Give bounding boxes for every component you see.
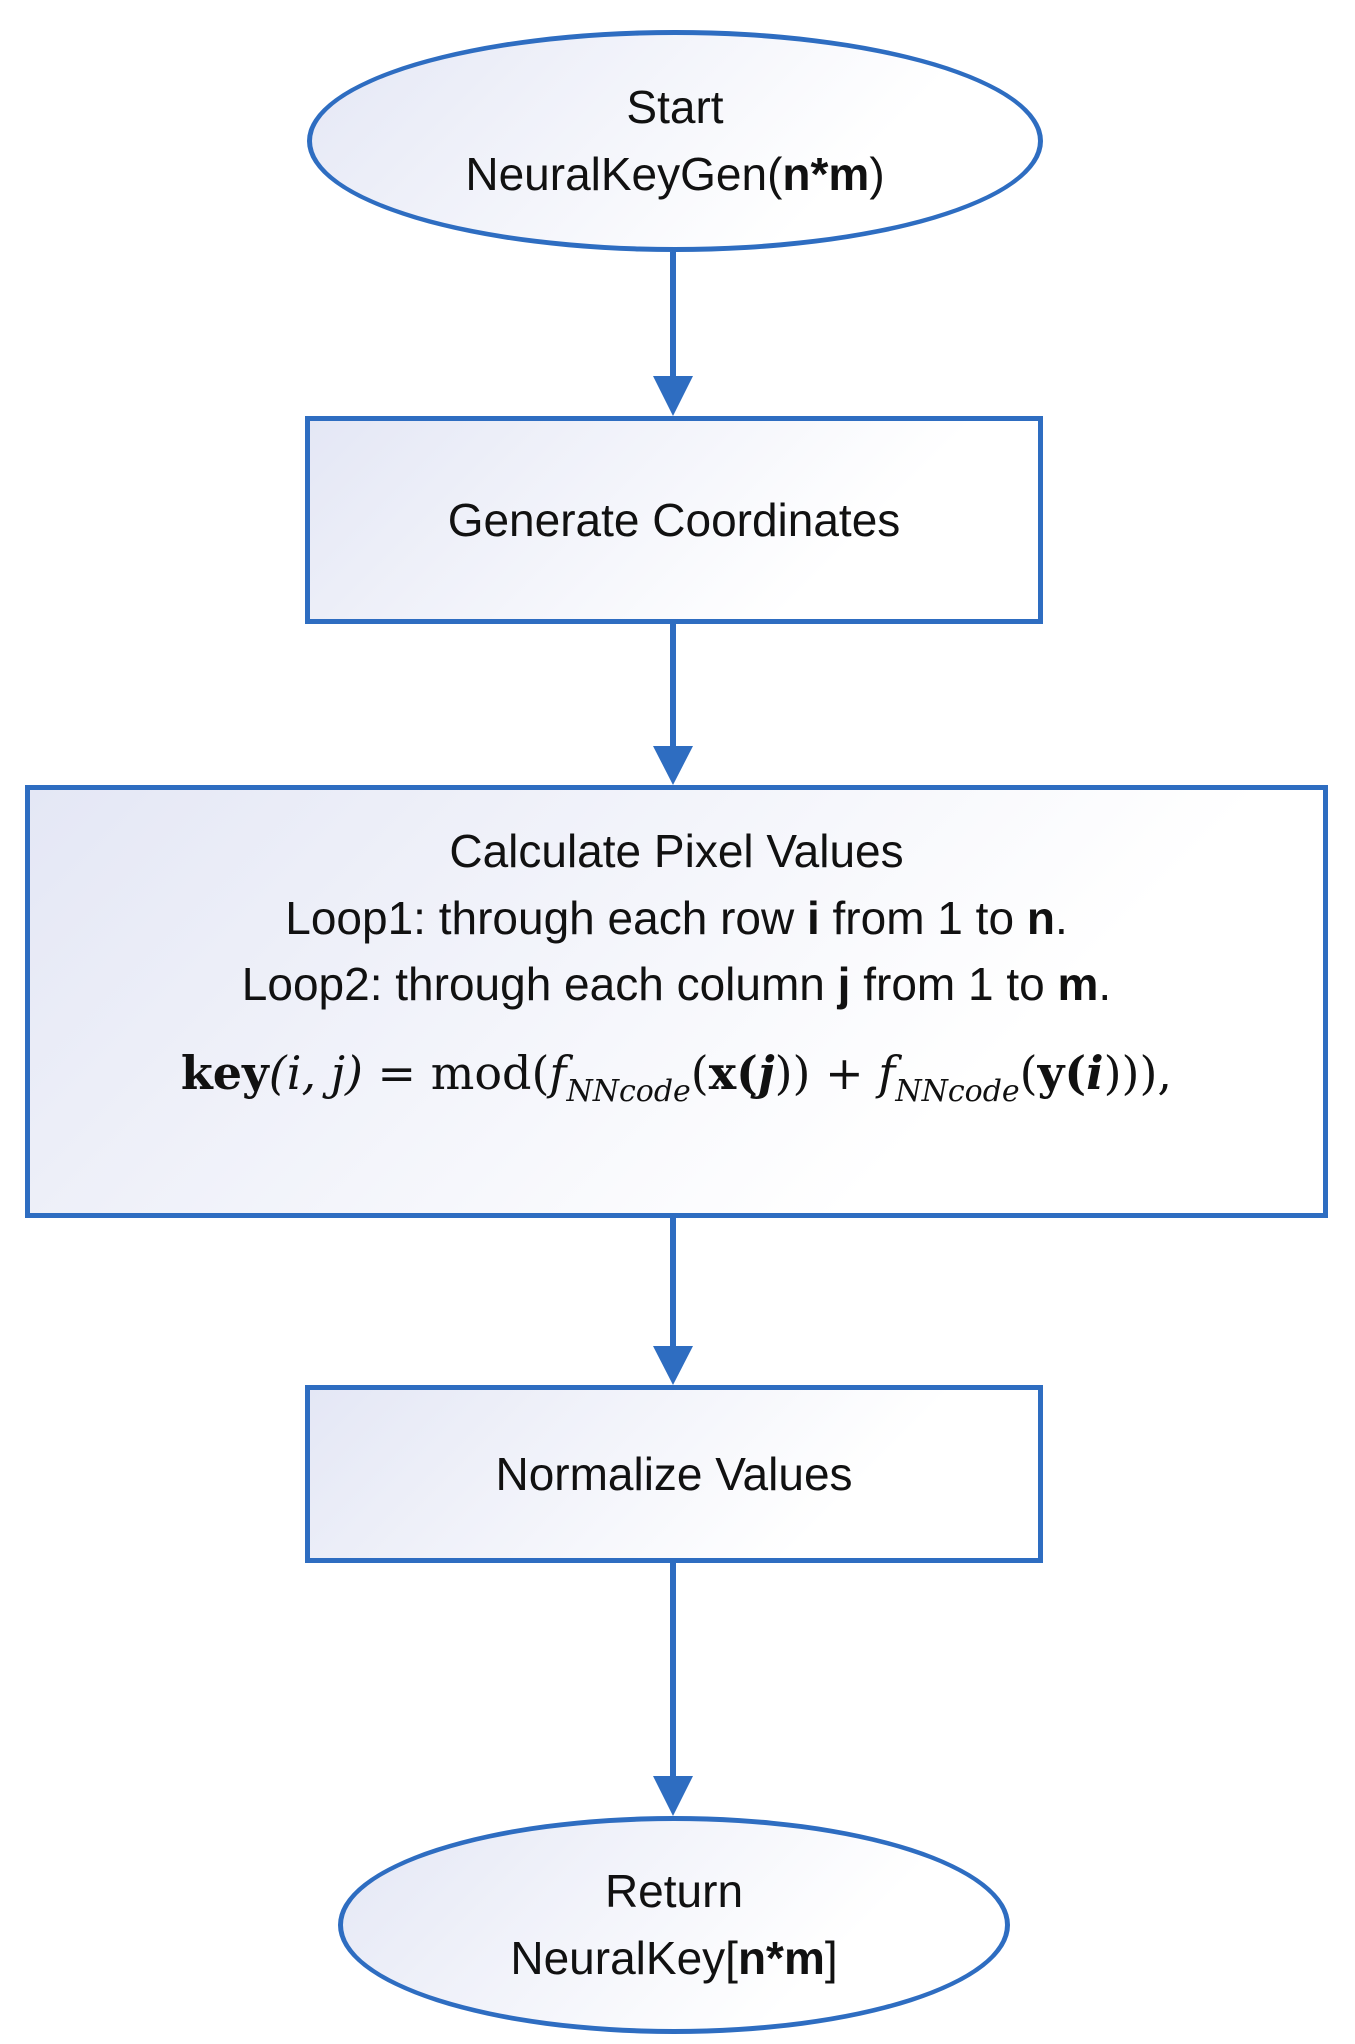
loop2-var: j bbox=[837, 958, 851, 1011]
return-func-name: NeuralKey[ bbox=[510, 1932, 738, 1984]
formula-y-close: ))), bbox=[1103, 1046, 1173, 1101]
loop1-var: i bbox=[806, 891, 820, 944]
normalize-label: Normalize Values bbox=[495, 1447, 853, 1500]
formula-f2: f bbox=[878, 1046, 896, 1101]
start-func-name: NeuralKeyGen( bbox=[465, 148, 783, 200]
formula-i: i bbox=[1086, 1046, 1104, 1101]
loop2-text: Loop2: through each column j from 1 to m… bbox=[242, 951, 1111, 1018]
formula-sub2: NNcode bbox=[895, 1074, 1020, 1110]
normalize-values-node: Normalize Values bbox=[305, 1385, 1043, 1563]
start-func-arg: n*m bbox=[782, 148, 870, 200]
loop2-end: m bbox=[1057, 958, 1099, 1011]
formula-f1: f bbox=[549, 1046, 567, 1101]
loop1-dot: . bbox=[1054, 891, 1068, 944]
return-func-arg: n*m bbox=[737, 1932, 825, 1984]
formula-y-open: ( bbox=[1019, 1046, 1038, 1101]
arrowhead-2 bbox=[653, 746, 693, 785]
formula-x: x( bbox=[708, 1046, 758, 1101]
generate-coordinates-node: Generate Coordinates bbox=[305, 416, 1043, 624]
formula-j: j bbox=[757, 1046, 775, 1101]
formula-key: key bbox=[180, 1046, 269, 1101]
return-value: NeuralKey[n*m] bbox=[510, 1925, 837, 1992]
start-func-close: ) bbox=[869, 148, 885, 200]
formula-mod: = mod( bbox=[362, 1046, 550, 1101]
loop1-prefix: Loop1: through each row bbox=[285, 891, 807, 944]
arrowhead-4 bbox=[653, 1776, 693, 1816]
start-label: Start bbox=[626, 81, 724, 134]
return-label: Return bbox=[604, 1865, 744, 1918]
formula-x-open: ( bbox=[690, 1046, 709, 1101]
loop1-text: Loop1: through each row i from 1 to n. bbox=[285, 885, 1067, 952]
formula-sub1: NNcode bbox=[566, 1074, 691, 1110]
return-func-close: ] bbox=[824, 1932, 838, 1984]
calculate-title: Calculate Pixel Values bbox=[449, 825, 904, 877]
key-formula: key(i, j) = mod(fNNcode(x(j)) + fNNcode(… bbox=[181, 1040, 1172, 1107]
start-function: NeuralKeyGen(n*m) bbox=[465, 141, 884, 208]
formula-x-close: )) bbox=[774, 1046, 811, 1101]
calculate-pixel-values-node: Calculate Pixel Values Loop1: through ea… bbox=[25, 785, 1328, 1218]
generate-label: Generate Coordinates bbox=[447, 493, 901, 546]
arrowhead-1 bbox=[653, 376, 693, 416]
loop2-dot: . bbox=[1098, 958, 1112, 1011]
arrowhead-3 bbox=[653, 1346, 693, 1385]
loop2-prefix: Loop2: through each column bbox=[241, 958, 838, 1011]
loop2-mid: from 1 to bbox=[850, 958, 1058, 1011]
formula-args: (i, j) bbox=[268, 1046, 363, 1101]
loop1-end: n bbox=[1026, 891, 1055, 944]
formula-plus: + bbox=[810, 1046, 879, 1101]
start-node: Start NeuralKeyGen(n*m) bbox=[307, 30, 1043, 252]
loop1-mid: from 1 to bbox=[819, 891, 1027, 944]
return-node: Return NeuralKey[n*m] bbox=[338, 1816, 1010, 2034]
formula-y: y( bbox=[1037, 1046, 1087, 1101]
